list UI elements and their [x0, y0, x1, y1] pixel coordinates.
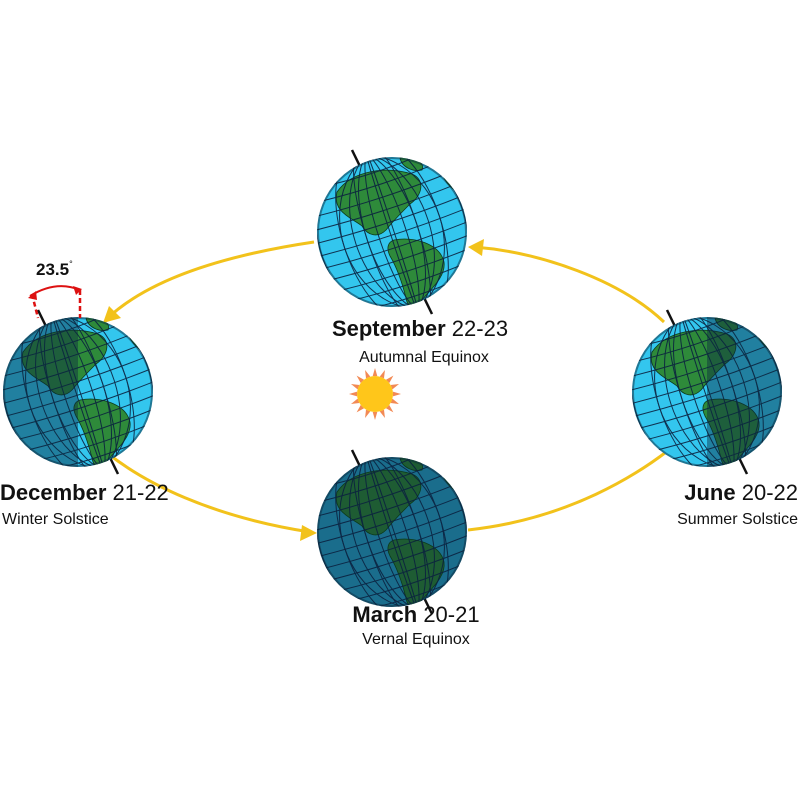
svg-text:June 20-22: June 20-22 [684, 480, 798, 505]
september-date-range: 22-23 [452, 316, 508, 341]
sun-ray [372, 411, 378, 420]
earth-globe-icon-june [632, 309, 782, 475]
june-date-range: 20-22 [742, 480, 798, 505]
sun-ray [350, 384, 360, 390]
sun-ray [356, 404, 365, 413]
sun-ray [356, 375, 365, 384]
sun-ray [390, 398, 400, 404]
earth-globes [3, 149, 782, 615]
tilt-arc-arrow-left [28, 291, 37, 300]
december-date-month: December [0, 480, 107, 505]
september-date-month: September [332, 316, 446, 341]
sun-ray [365, 369, 371, 379]
sun-ray [350, 398, 360, 404]
earth-globe-icon-september [317, 149, 467, 315]
svg-text:March 20-21: March 20-21 [352, 602, 479, 627]
june-season-name: Summer Solstice [677, 511, 798, 528]
sun-icon [349, 368, 401, 420]
earth-globe-icon-march [317, 449, 467, 615]
svg-text:September 22-23: September 22-23 [332, 316, 508, 341]
earth-globe-icon-december [3, 309, 153, 475]
sun-ray [385, 375, 394, 384]
december-season-name: Winter Solstice [2, 511, 109, 528]
june-date-month: June [684, 480, 735, 505]
september-season-name: Autumnal Equinox [359, 349, 489, 366]
label-december: December 21-22 Winter Solstice [0, 480, 169, 528]
arrowhead-september [468, 239, 484, 256]
sun-ray [372, 368, 378, 377]
march-date-range: 20-21 [423, 602, 479, 627]
orbit-arrow-june-to-september [473, 245, 666, 324]
label-june: June 20-22 Summer Solstice [677, 480, 798, 528]
sun-ray [385, 404, 394, 413]
sun-ray [365, 409, 371, 419]
tilt-angle-label: 23.5° [36, 259, 73, 279]
orbit-arrow-september-to-december [108, 240, 315, 318]
tilt-arc-arrow-right [73, 286, 82, 295]
label-march: March 20-21 Vernal Equinox [352, 602, 479, 648]
sun-ray [379, 409, 385, 419]
svg-text:December 21-22: December 21-22 [0, 480, 169, 505]
label-september: September 22-23 Autumnal Equinox [332, 316, 508, 366]
tilt-angle-indicator: 23.5° [28, 259, 82, 319]
sun-ray [379, 369, 385, 379]
tilt-angle-value: 23.5 [36, 260, 69, 279]
march-season-name: Vernal Equinox [362, 631, 470, 648]
sun-ray [390, 384, 400, 390]
tilt-arc [29, 285, 81, 297]
arrowhead-december [103, 306, 121, 323]
december-date-range: 21-22 [113, 480, 169, 505]
tilt-angle-unit: ° [69, 259, 73, 269]
sun-ray [392, 391, 401, 397]
sun-ray [349, 391, 358, 397]
arrowhead-march [300, 525, 317, 541]
march-date-month: March [352, 602, 417, 627]
